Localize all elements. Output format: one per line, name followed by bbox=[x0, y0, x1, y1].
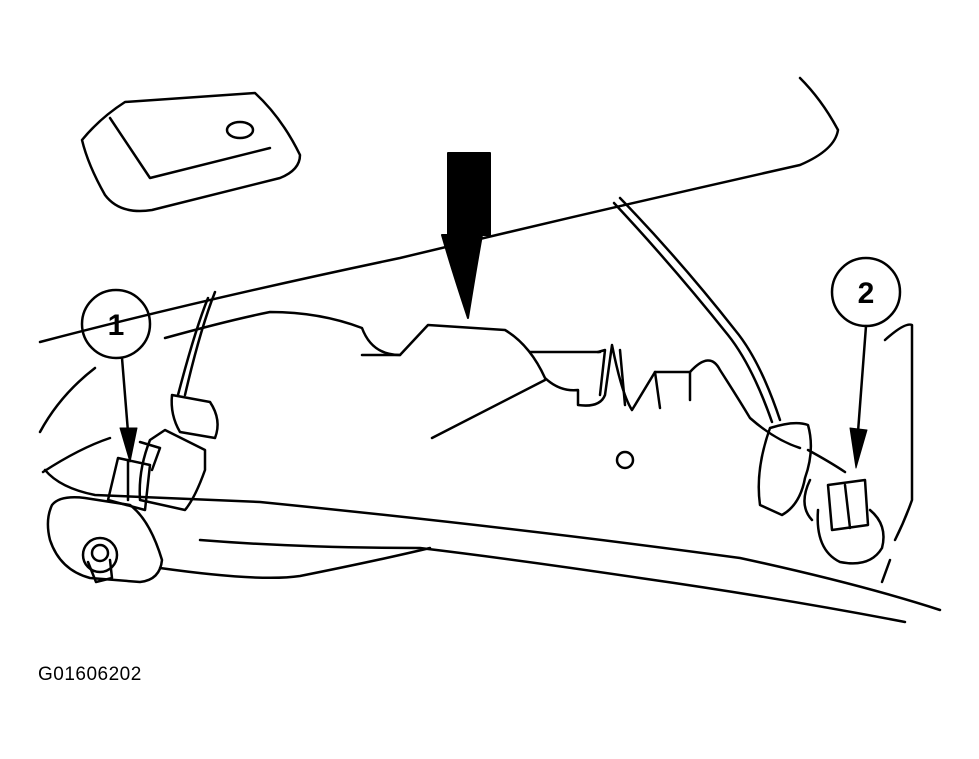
callout-1-leader bbox=[120, 356, 130, 434]
connector-1 bbox=[46, 393, 219, 584]
callout-1-arrowhead bbox=[119, 427, 138, 463]
callout-1: 1 bbox=[80, 288, 152, 463]
trim-pad bbox=[80, 91, 302, 213]
connector-2 bbox=[757, 421, 885, 565]
downward-arrow bbox=[441, 152, 491, 319]
callout-2-arrowhead bbox=[849, 427, 868, 469]
lower-panel bbox=[38, 323, 942, 624]
callout-2-label: 2 bbox=[858, 277, 875, 310]
figure-id: G01606202 bbox=[38, 664, 142, 685]
pad-hole bbox=[225, 120, 255, 140]
bracket-1 bbox=[46, 496, 164, 584]
panel-hole bbox=[615, 450, 635, 470]
grommet-2 bbox=[816, 508, 885, 565]
upper-trim-panel bbox=[38, 76, 840, 344]
callout-2: 2 bbox=[830, 256, 902, 469]
callout-1-label: 1 bbox=[108, 309, 125, 342]
wire-harness bbox=[163, 196, 802, 450]
callout-2-leader bbox=[856, 324, 868, 434]
